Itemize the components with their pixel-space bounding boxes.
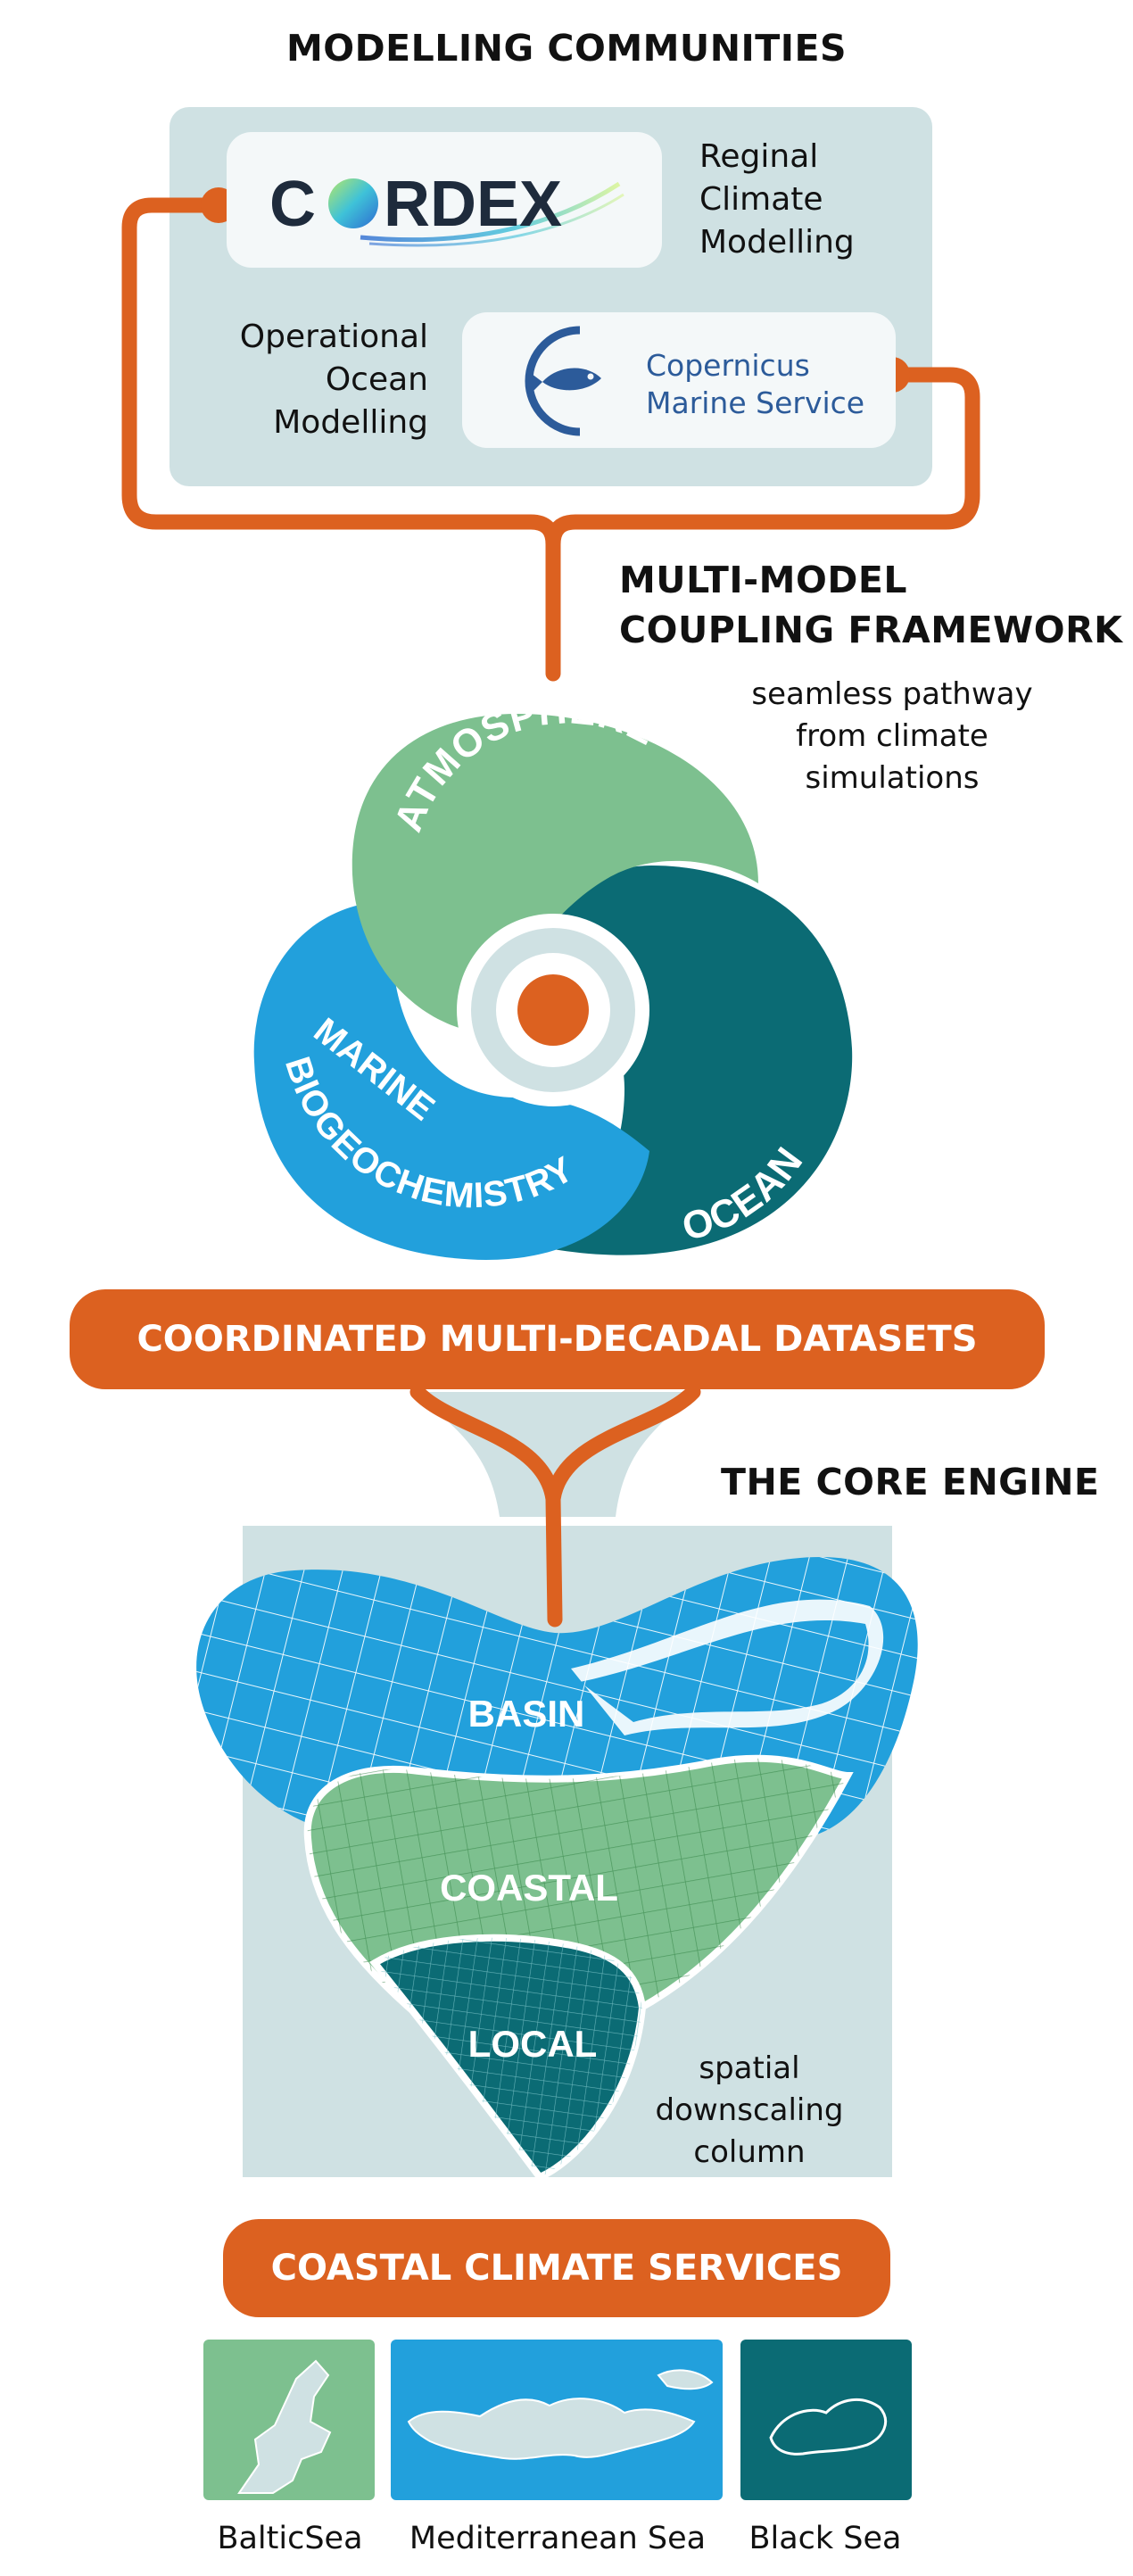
sea-label-mediterranean: Mediterranean Sea (409, 2521, 707, 2556)
framework-note-line-3: simulations (805, 760, 980, 796)
mediterranean-map (391, 2340, 723, 2500)
regional-text: Reginal Climate Modelling (699, 136, 855, 264)
services-bar: COASTAL CLIMATE SERVICES (223, 2219, 890, 2317)
local-label: LOCAL (468, 2023, 598, 2065)
funnel-connector (409, 1384, 701, 1628)
operational-text: Operational Ocean Modelling (205, 316, 428, 444)
regional-line-1: Reginal (699, 138, 819, 175)
baltic-sea-icon (237, 2359, 332, 2494)
core-dot (517, 974, 589, 1046)
copernicus-line-1: Copernicus (646, 348, 810, 383)
cordex-logo-box: C RDEX (227, 132, 662, 268)
engine-note: spatial downscaling column (642, 2048, 856, 2174)
framework-title-line-2: COUPLING FRAMEWORK (619, 609, 1123, 651)
datasets-bar: COORDINATED MULTI-DECADAL DATASETS (70, 1289, 1045, 1389)
operational-line-2: Ocean (325, 361, 428, 398)
sea-label-black: Black Sea (748, 2521, 902, 2556)
engine-note-line-3: column (693, 2134, 806, 2170)
framework-title-line-1: MULTI-MODEL (619, 559, 907, 601)
coastal-label: COASTAL (440, 1867, 618, 1909)
copernicus-logo-box: Copernicus Marine Service (462, 312, 896, 448)
regional-line-2: Climate (699, 181, 823, 218)
mediterranean-sea-icon (407, 2369, 714, 2460)
baltic-map (203, 2340, 375, 2500)
engine-note-line-2: downscaling (655, 2092, 844, 2128)
coupling-diagram: ATMOSPHERE OCEAN MARINE BIOGEOCHEMISTRY (253, 714, 853, 1260)
header-title: MODELLING COMMUNITIES (285, 27, 848, 70)
framework-note-line-2: from climate (796, 718, 988, 754)
regional-line-3: Modelling (699, 224, 855, 261)
engine-title: THE CORE ENGINE (721, 1461, 1100, 1503)
copernicus-line-2: Marine Service (646, 385, 865, 420)
operational-line-1: Operational (239, 319, 428, 355)
framework-title: MULTI-MODEL COUPLING FRAMEWORK (619, 555, 1122, 655)
black-sea-map (740, 2340, 912, 2500)
framework-note-line-1: seamless pathway (751, 676, 1033, 712)
fish-emblem-icon (525, 326, 601, 436)
framework-note: seamless pathway from climate simulation… (732, 674, 1053, 799)
operational-line-3: Modelling (273, 404, 428, 441)
engine-note-line-1: spatial (699, 2050, 800, 2086)
cordex-letters-rdex: RDEX (384, 169, 562, 240)
cordex-logo: C RDEX (269, 169, 624, 247)
atmosphere-segment (351, 714, 758, 1035)
community-bracket (121, 197, 980, 682)
marine-segment (253, 901, 649, 1260)
sea-label-baltic: BalticSea (217, 2521, 363, 2556)
cordex-o-circle (328, 178, 378, 228)
black-sea-icon (769, 2398, 887, 2456)
cordex-letter-c: C (269, 169, 316, 240)
basin-label: BASIN (468, 1693, 585, 1735)
